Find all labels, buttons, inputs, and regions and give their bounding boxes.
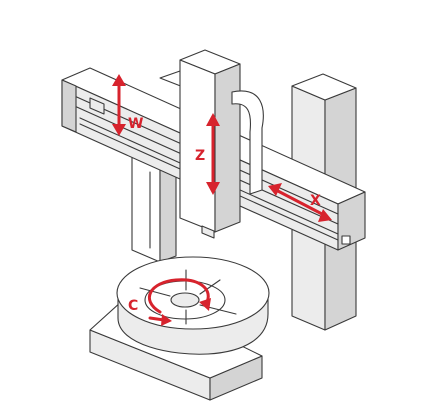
w-arrow-head-down: [112, 124, 126, 136]
w-arrow-head-up: [112, 74, 126, 86]
c-axis-label: C: [128, 298, 138, 314]
right-column-top: [291, 73, 357, 101]
w-axis-label: W: [128, 116, 143, 132]
c-axis-rotation-arrow: [147, 278, 210, 314]
z-arrow-head-down: [206, 182, 220, 195]
rotary-table-hub: [170, 292, 200, 308]
rotary-table-top: [116, 256, 270, 330]
ram-tool-holder: [201, 225, 215, 239]
x-axis-label: X: [310, 193, 321, 209]
rail-end-block: [89, 97, 105, 115]
c-lower-arrow-head: [161, 314, 172, 326]
cable-carrier: [231, 90, 264, 195]
x-axis-arrow: [274, 188, 324, 216]
z-arrow-head-up: [206, 113, 220, 126]
table-slot-5: [199, 279, 221, 295]
ram-front: [179, 59, 216, 233]
x-arrow-head-right: [318, 209, 332, 222]
ram-side: [214, 63, 241, 233]
c-arrow-head: [199, 298, 211, 311]
rail-end-bolt: [341, 235, 351, 245]
rail-end-cap-left: [61, 79, 77, 133]
z-axis-label: Z: [195, 148, 205, 164]
table-slot-1: [139, 287, 171, 297]
x-arrow-head-left: [268, 183, 282, 196]
